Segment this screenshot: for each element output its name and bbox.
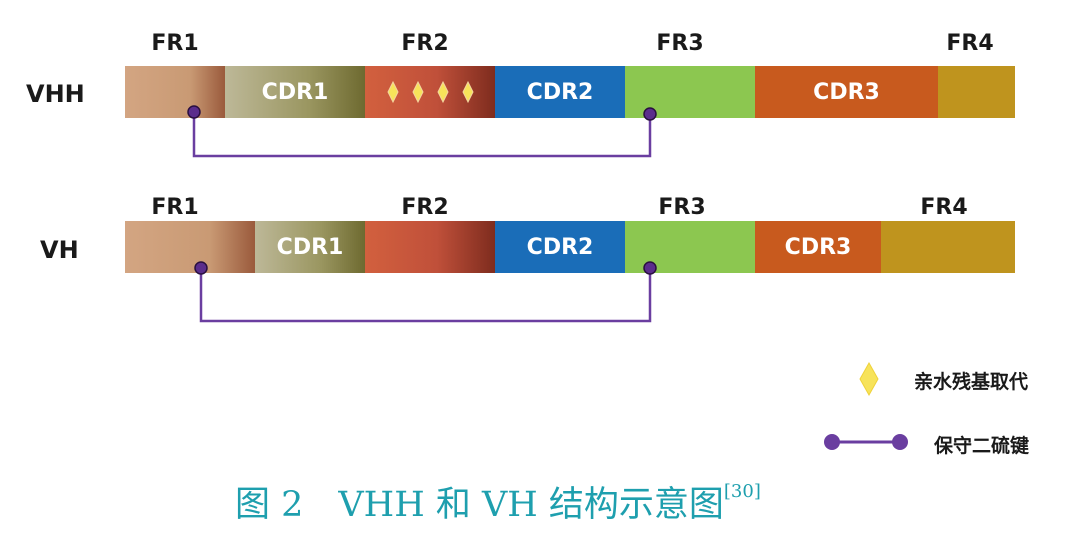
vh-fr1-label: FR1: [151, 195, 199, 220]
diamond-icon: [461, 81, 474, 103]
legend-diamond-icon: [859, 362, 879, 396]
hydrophilic-substitution-markers: [386, 81, 474, 103]
vh-cdr2-text: CDR2: [526, 234, 594, 260]
vhh-fr2-label: FR2: [401, 31, 449, 56]
legend-bond-icon: [824, 434, 908, 450]
figure-caption-reference: [30]: [723, 481, 761, 503]
figure-caption: 图 2 VHH 和 VH 结构示意图[30]: [235, 476, 761, 527]
vhh-cdr1-segment: CDR1: [225, 66, 365, 118]
vh-cdr3-segment: CDR3: [755, 221, 881, 273]
figure-caption-text: 图 2 VHH 和 VH 结构示意图: [235, 485, 724, 525]
vhh-domain-bar: CDR1 CDR2 CDR3: [125, 66, 1015, 118]
legend-diamond-label: 亲水残基取代: [914, 371, 1029, 393]
vhh-fr1-segment: [125, 66, 225, 118]
vhh-fr1-label: FR1: [151, 31, 199, 56]
vh-cdr1-text: CDR1: [276, 234, 344, 260]
vh-cdr2-segment: CDR2: [495, 221, 625, 273]
vhh-cdr3-text: CDR3: [813, 79, 880, 105]
vhh-fr3-label: FR3: [656, 31, 704, 56]
vh-fr4-label: FR4: [920, 195, 968, 220]
vh-row-label: VH: [40, 236, 79, 264]
vhh-cdr2-segment: CDR2: [495, 66, 625, 118]
diamond-icon: [436, 81, 449, 103]
legend-bond-label: 保守二硫键: [934, 435, 1030, 457]
vh-fr2-label: FR2: [401, 195, 449, 220]
vh-cdr1-segment: CDR1: [255, 221, 365, 273]
vhh-row-label: VHH: [26, 80, 85, 108]
vhh-fr4-label: FR4: [946, 31, 994, 56]
vhh-cdr3-segment: CDR3: [755, 66, 938, 118]
vhh-fr2-segment: [365, 66, 495, 118]
vh-fr3-label: FR3: [658, 195, 706, 220]
vhh-cdr2-text: CDR2: [526, 79, 594, 105]
diamond-icon: [386, 81, 399, 103]
vh-fr4-segment: [881, 221, 1015, 273]
vh-cdr3-text: CDR3: [784, 234, 852, 260]
vhh-fr4-segment: [938, 66, 1015, 118]
vh-fr2-segment: [365, 221, 495, 273]
vh-fr1-segment: [125, 221, 255, 273]
vh-domain-bar: CDR1 CDR2 CDR3: [125, 221, 1015, 273]
diamond-icon: [411, 81, 424, 103]
vhh-cdr1-text: CDR1: [261, 79, 329, 105]
